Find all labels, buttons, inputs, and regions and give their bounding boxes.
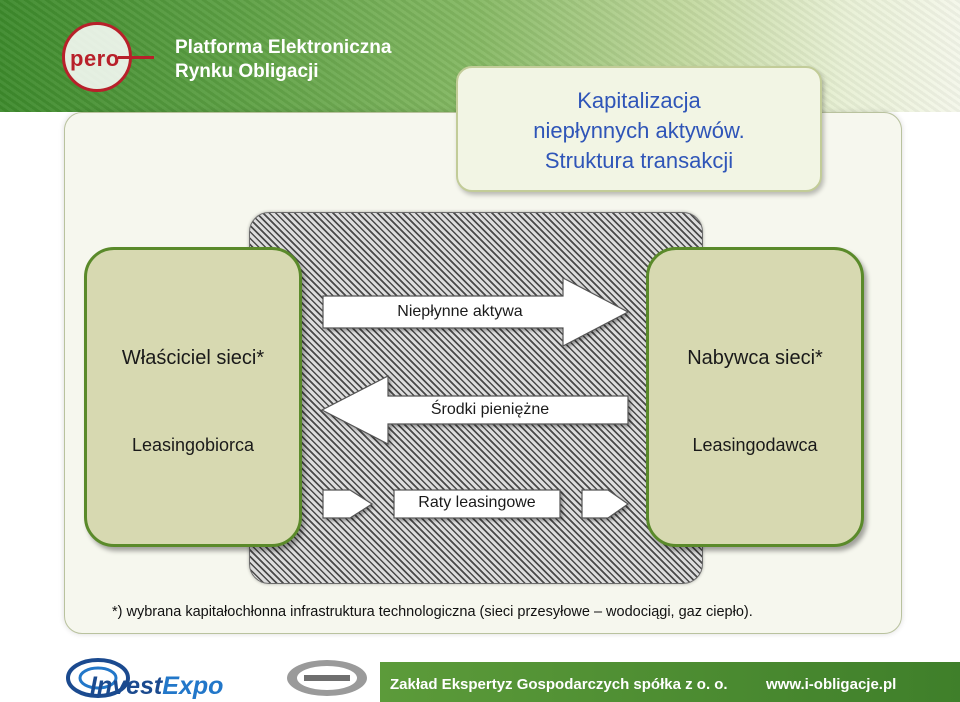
lease-arrow-right [581,489,630,519]
footer-company: Zakład Ekspertyz Gospodarczych spółka z … [390,676,728,693]
assets-label: Niepłynne aktywa [397,303,523,320]
pero-logo-bar [118,56,154,59]
zeg-logo-icon [287,660,367,696]
investexpo-part-a: Invest [90,672,163,700]
lease-label-box [393,489,561,519]
investexpo-part-b: Expo [162,672,224,700]
footnote: *) wybrana kapitałochłonna infrastruktur… [112,604,753,620]
brand-title: Platforma Elektroniczna Rynku Obligacji [175,36,391,84]
left-party-role: Leasingobiorca [131,435,255,455]
title-line-2: niepłynnych aktywów. [533,118,745,143]
assets-arrow [322,277,630,347]
investexpo-logo-icon [66,658,130,698]
pero-logo-text: pero [70,46,120,71]
title-line-1: Kapitalizacja [577,88,701,113]
slide-title-box: Kapitalizacja niepłynnych aktywów. Struk… [456,66,822,192]
brand-line-2: Rynku Obligacji [175,61,319,82]
cash-label: Środki pieniężne [430,401,550,418]
investexpo-text: InvestExpo [90,672,223,701]
left-party-name: Właściciel sieci* [121,347,265,369]
right-party-role: Leasingodawca [692,435,818,455]
right-party-box: Nabywca sieci* Leasingodawca [646,247,864,547]
lease-arrow-left [322,489,374,519]
footer-band [380,662,960,702]
footer-url[interactable]: www.i-obligacje.pl [766,676,897,693]
title-line-3: Struktura transakcji [544,148,734,173]
cash-arrow [320,375,629,445]
lease-label: Raty leasingowe [418,494,536,511]
right-party-name: Nabywca sieci* [687,347,823,369]
left-party-box: Właściciel sieci* Leasingobiorca [84,247,302,547]
brand-line-1: Platforma Elektroniczna [175,37,392,58]
